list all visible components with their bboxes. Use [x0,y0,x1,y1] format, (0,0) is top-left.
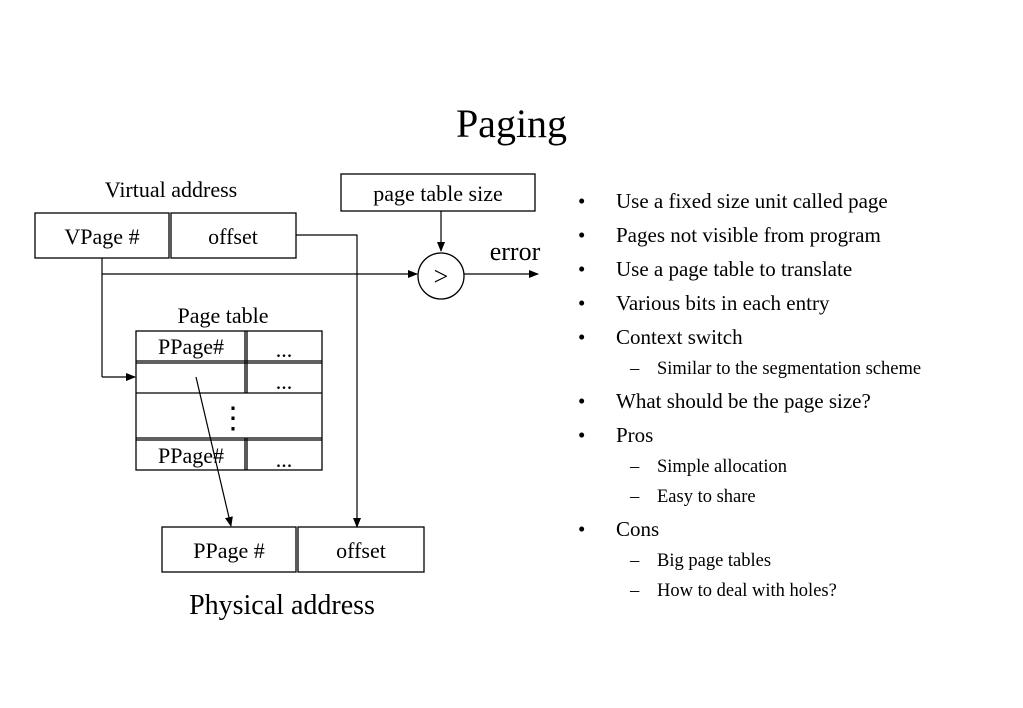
page-table-size-label: page table size [373,181,503,206]
sub-bullet-item: –How to deal with holes? [578,576,1008,606]
physical-ppage-box [161,526,297,573]
bullet-item: • Pages not visible from program [578,218,1008,252]
slide-title: Paging [455,101,568,146]
sub-bullet-text: Similar to the segmentation scheme [657,359,922,379]
sub-bullet-text: Easy to share [657,487,756,507]
sub-bullet-text: How to deal with holes? [657,581,837,601]
virtual-address-label: Virtual address [105,177,237,202]
bullet-marker: • [578,291,586,315]
physical-offset-label: offset [336,538,386,563]
bullet-marker: • [578,325,586,349]
bullet-text: Cons [616,517,660,541]
bullet-item: • Cons [578,512,1008,546]
bullet-item: • Various bits in each entry [578,286,1008,320]
bullet-text: Pros [616,423,654,447]
bullet-item: • Context switch [578,320,1008,354]
entry-to-ppage-arrow [195,376,233,527]
compare-circle [417,252,465,300]
table-entry-ellipsis-1: ... [276,337,293,362]
error-label: error [490,237,541,266]
bullet-item: • What should be the page size? [578,384,1008,418]
physical-offset-box [297,526,425,573]
virtual-offset-label: offset [208,224,258,249]
physical-address-label: Physical address [189,590,375,621]
bullet-marker: • [578,423,586,447]
bullet-text: What should be the page size? [616,389,871,413]
sub-bullet-item: –Big page tables [578,546,1008,576]
bullet-text: Various bits in each entry [616,291,830,315]
bullet-marker: • [578,223,586,247]
bullet-list: • Use a fixed size unit called page • Page… [578,184,1008,606]
vpage-label: VPage # [64,224,139,249]
bullet-text: Use a fixed size unit called page [616,189,888,213]
bullet-text: Use a page table to translate [616,257,853,281]
table-entry-ppage-1: PPage# [158,334,224,359]
offset-route-line [296,234,361,528]
bullet-item: • Use a page table to translate [578,252,1008,286]
bullet-item: • Pros [578,418,1008,452]
page-table-size-box [340,173,536,212]
table-entry-ellipsis-3: ... [276,447,293,472]
page-table [135,330,323,471]
bullet-text: Context switch [616,325,743,349]
sub-bullet-item: –Similar to the segmentation scheme [578,354,1008,384]
bullet-item: • Use a fixed size unit called page [578,184,1008,218]
sub-bullet-marker: – [630,359,640,379]
physical-ppage-label: PPage # [193,538,265,563]
bullet-marker: • [578,257,586,281]
sub-bullet-marker: – [630,581,640,601]
bullet-marker: • [578,189,586,213]
bullet-marker: • [578,517,586,541]
sub-bullet-text: Big page tables [657,551,772,571]
sub-bullet-item: –Easy to share [578,482,1008,512]
compare-symbol: > [434,262,449,291]
page-table-label: Page table [177,303,268,328]
sub-bullet-item: –Simple allocation [578,452,1008,482]
sub-bullet-text: Simple allocation [657,457,787,477]
sub-bullet-marker: – [630,487,640,507]
sub-bullet-marker: – [630,457,640,477]
table-vertical-dots: ⋮ [218,402,248,435]
sub-bullet-marker: – [630,551,640,571]
bullet-text: Pages not visible from program [616,223,881,247]
table-entry-ellipsis-2: ... [276,369,293,394]
bullet-marker: • [578,389,586,413]
